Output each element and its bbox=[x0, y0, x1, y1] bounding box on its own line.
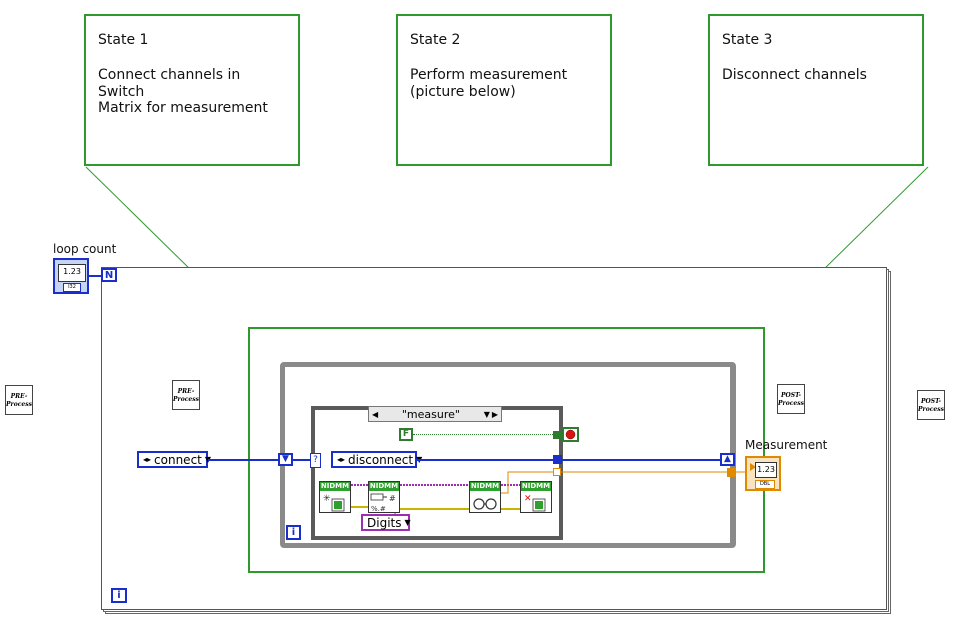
measurement-case-tunnel bbox=[553, 468, 561, 476]
state-description: Perform measurement (picture below) bbox=[410, 66, 568, 100]
inner-iteration-terminal[interactable]: i bbox=[286, 525, 301, 540]
selected-case-label: "measure" bbox=[401, 407, 460, 421]
svg-text:%.#: %.# bbox=[371, 505, 386, 513]
nidmm-configure-block[interactable]: NIDMM # %.# bbox=[368, 481, 400, 513]
state-description: Connect channels in Switch Matrix for me… bbox=[98, 66, 268, 117]
n-terminal[interactable]: N bbox=[101, 268, 117, 282]
chevron-down-icon[interactable]: ▼ bbox=[205, 455, 211, 464]
selector-prev-icon[interactable]: ◀ bbox=[372, 409, 379, 419]
digits-ring-constant[interactable]: Digits ▼ bbox=[361, 514, 411, 531]
disconnect-enum-constant[interactable]: ◂▸ disconnect ▼ bbox=[331, 451, 422, 468]
loop-count-display: 1.23 bbox=[58, 264, 86, 282]
case-structure-body bbox=[315, 410, 559, 536]
state-title: State 3 bbox=[722, 32, 773, 48]
boolean-tunnel bbox=[553, 431, 561, 439]
stop-terminal[interactable] bbox=[562, 427, 579, 442]
selector-dropdown-icon[interactable]: ▼ bbox=[483, 409, 490, 419]
selector-next-icon[interactable]: ▶ bbox=[491, 409, 498, 419]
nidmm-initialize-block[interactable]: NIDMM ✳ bbox=[319, 481, 351, 513]
indicator-arrow-icon bbox=[750, 463, 756, 471]
nidmm-header: NIDMM bbox=[521, 482, 551, 491]
connect-enum-label: connect bbox=[154, 452, 202, 467]
configure-icon: # %.# bbox=[370, 493, 396, 513]
case-selector[interactable]: ◀ "measure" ▼ ▶ bbox=[368, 406, 502, 422]
digits-label: Digits bbox=[367, 515, 402, 530]
state-3-box: State 3 Disconnect channels bbox=[708, 14, 924, 166]
state-2-highlight-frame bbox=[248, 327, 765, 573]
next-state-wire bbox=[562, 459, 720, 461]
nidmm-close-block[interactable]: NIDMM ✕ bbox=[520, 481, 552, 513]
read-glasses-icon bbox=[473, 498, 497, 510]
shift-register-right[interactable]: ▲ bbox=[720, 453, 735, 466]
enum-increment-icon[interactable]: ◂▸ bbox=[337, 455, 346, 464]
measurement-indicator[interactable]: 1.23 DBL bbox=[745, 456, 781, 491]
dbl-type-badge: DBL bbox=[755, 480, 775, 489]
initialize-icon: ✳ bbox=[323, 494, 345, 512]
stop-sign-icon bbox=[565, 429, 576, 440]
svg-text:✳: ✳ bbox=[323, 494, 331, 504]
measurement-label: Measurement bbox=[745, 438, 828, 452]
pre-process-block-outer[interactable]: PRE- Process bbox=[5, 385, 33, 415]
i32-type-badge: I32 bbox=[63, 283, 81, 292]
nidmm-header: NIDMM bbox=[369, 482, 399, 491]
close-icon: ✕ bbox=[524, 494, 546, 512]
nidmm-header: NIDMM bbox=[470, 482, 500, 491]
state-1-box: State 1 Connect channels in Switch Matri… bbox=[84, 14, 300, 166]
shift-register-left[interactable]: ▼ bbox=[278, 453, 293, 466]
post-process-block-outer[interactable]: POST- Process bbox=[917, 390, 945, 420]
nidmm-read-block[interactable]: NIDMM bbox=[469, 481, 501, 513]
enum-increment-icon[interactable]: ◂▸ bbox=[143, 455, 152, 464]
measurement-display: 1.23 bbox=[755, 462, 777, 478]
outer-iteration-terminal[interactable]: i bbox=[111, 588, 127, 603]
measurement-loop-tunnel bbox=[727, 468, 736, 477]
pre-process-block-inner[interactable]: PRE- Process bbox=[172, 380, 200, 410]
false-constant[interactable]: F bbox=[399, 428, 413, 441]
svg-text:✕: ✕ bbox=[524, 494, 532, 504]
loop-count-wire bbox=[89, 275, 101, 277]
state-wire bbox=[293, 459, 311, 461]
chevron-down-icon[interactable]: ▼ bbox=[404, 518, 411, 527]
next-state-wire bbox=[417, 459, 560, 461]
boolean-wire bbox=[413, 434, 555, 435]
loop-count-label: loop count bbox=[53, 242, 117, 256]
svg-text:#: # bbox=[389, 494, 396, 503]
state-title: State 2 bbox=[410, 32, 461, 48]
state-title: State 1 bbox=[98, 32, 149, 48]
state-wire bbox=[208, 459, 280, 461]
state-2-box: State 2 Perform measurement (picture bel… bbox=[396, 14, 612, 166]
case-output-tunnel bbox=[553, 455, 562, 464]
disconnect-enum-label: disconnect bbox=[348, 452, 414, 467]
connect-enum-constant[interactable]: ◂▸ connect ▼ bbox=[137, 451, 211, 468]
loop-count-control[interactable]: 1.23 I32 bbox=[53, 258, 89, 294]
post-process-block-inner[interactable]: POST- Process bbox=[777, 384, 805, 414]
nidmm-header: NIDMM bbox=[320, 482, 350, 491]
state-description: Disconnect channels bbox=[722, 66, 867, 83]
